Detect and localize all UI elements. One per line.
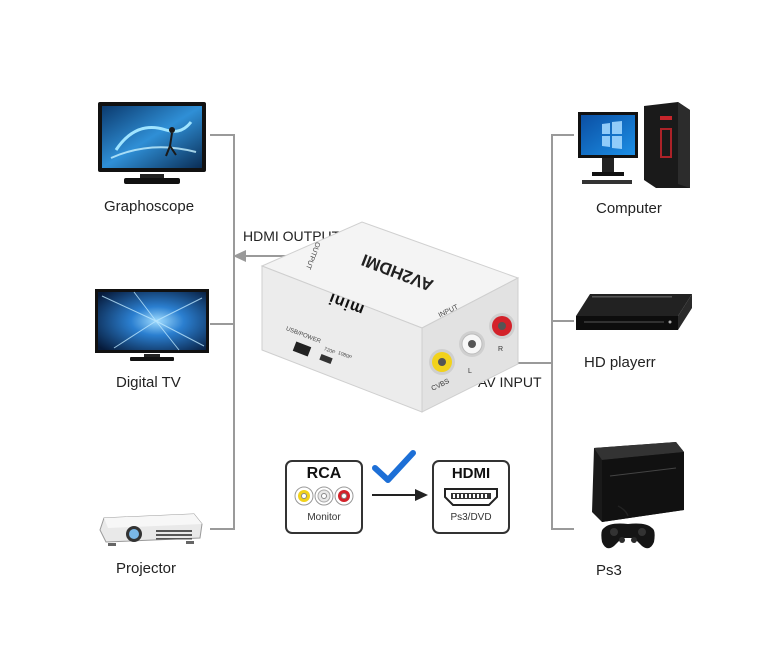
rca-subtitle: Monitor xyxy=(307,512,341,523)
hdmi-ps3-card: HDMI Ps3/DVD xyxy=(432,460,510,534)
projector-label: Projector xyxy=(116,560,177,577)
graphoscope-tv-icon xyxy=(98,102,206,184)
converter-l-text: L xyxy=(468,368,472,375)
hdmi-subtitle: Ps3/DVD xyxy=(450,512,492,523)
computer-label: Computer xyxy=(596,200,662,217)
av2hdmi-converter-box xyxy=(260,221,520,413)
right-bracket-bottom xyxy=(552,528,574,530)
left-bracket-vertical xyxy=(233,134,235,530)
rca-monitor-card: RCA Monitor xyxy=(285,460,363,534)
projector-icon xyxy=(99,513,203,546)
hdmi-output-label: HDMI OUTPUT xyxy=(243,228,341,244)
right-bracket-top xyxy=(552,134,574,136)
converter-r-text: R xyxy=(498,346,504,353)
checkmark-icon xyxy=(372,450,416,483)
hdmi-output-arrowhead-icon xyxy=(233,250,246,262)
digital-tv-label: Digital TV xyxy=(116,374,181,391)
av-input-line xyxy=(492,362,552,364)
left-bracket-middle xyxy=(210,323,234,325)
rca-title: RCA xyxy=(306,465,342,482)
conversion-arrowhead-icon xyxy=(415,489,428,501)
conversion-arrow-line xyxy=(372,494,418,496)
hdmi-connector-icon xyxy=(444,488,498,506)
digital-tv-icon xyxy=(95,289,209,361)
right-bracket-vertical xyxy=(551,134,553,530)
hdmi-title: HDMI xyxy=(451,465,491,482)
hdmi-output-line xyxy=(243,255,301,257)
av-input-label: AV INPUT xyxy=(478,374,542,390)
graphoscope-label: Graphoscope xyxy=(104,198,195,215)
hd-player-label: HD playerr xyxy=(584,354,656,371)
left-bracket-top xyxy=(210,134,234,136)
right-bracket-middle xyxy=(552,320,574,322)
computer-icon xyxy=(578,102,690,188)
left-bracket-bottom xyxy=(210,528,234,530)
ps3-label: Ps3 xyxy=(596,562,622,579)
ps3-console-icon xyxy=(592,442,684,549)
hd-player-icon xyxy=(576,294,692,330)
rca-connectors-icon xyxy=(294,486,354,506)
